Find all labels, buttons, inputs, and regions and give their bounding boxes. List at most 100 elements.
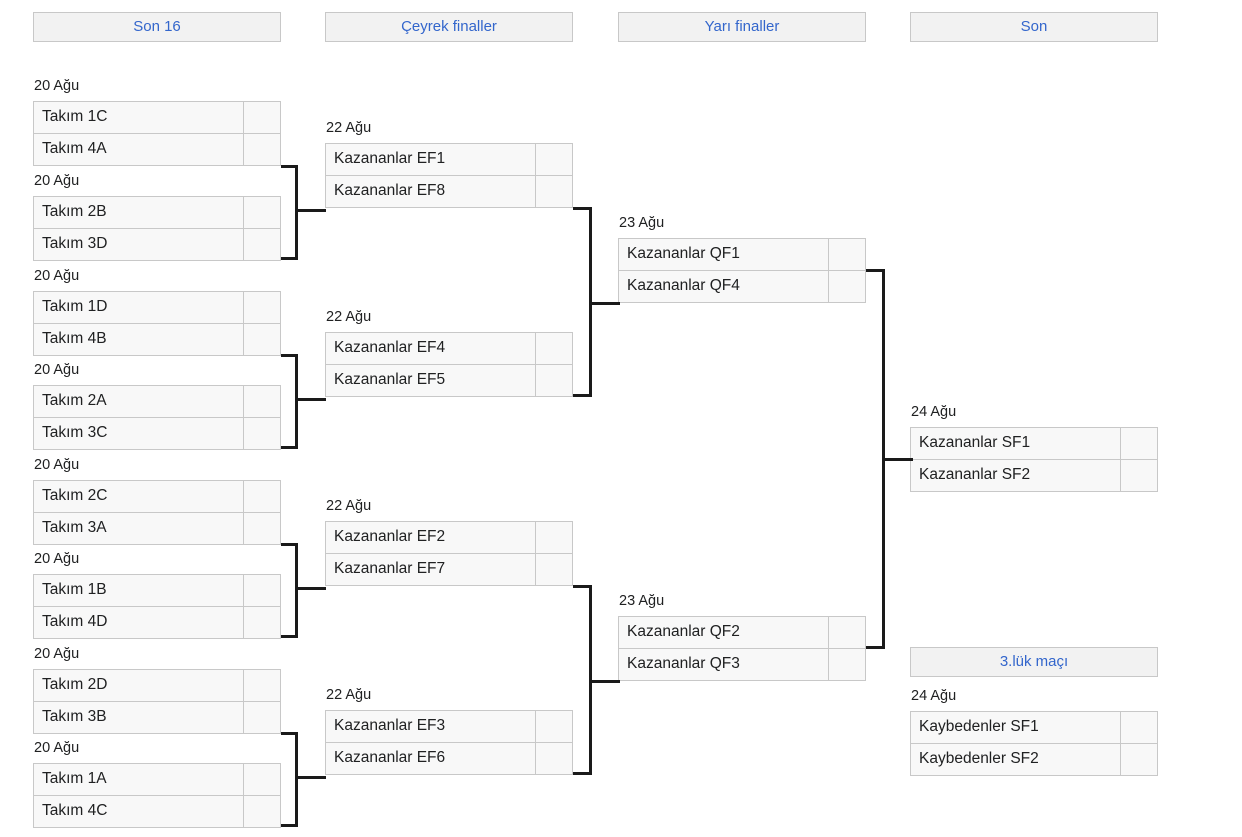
match-box-qf1[interactable]: 22 Ağu Kazananlar EF1 Kazananlar EF8	[325, 120, 573, 209]
team-score	[243, 702, 280, 733]
team-name: Kazananlar EF5	[334, 371, 446, 388]
match-box-ef4[interactable]: 20 Ağu Takım 1D Takım 4B	[33, 268, 281, 357]
match-date: 20 Ağu	[34, 268, 80, 284]
match-box-ef1[interactable]: 20 Ağu Takım 1C Takım 4A	[33, 78, 281, 167]
match-row[interactable]: Takım 2C	[33, 480, 281, 513]
team-name: Kazananlar QF2	[627, 623, 740, 640]
round-header-third-place[interactable]: 3.lük maçı	[910, 647, 1158, 677]
match-row[interactable]: Kazananlar QF4	[618, 270, 866, 303]
match-row[interactable]: Takım 3D	[33, 228, 281, 261]
match-row[interactable]: Kazananlar SF1	[910, 427, 1158, 460]
match-box-sf1[interactable]: 23 Ağu Kazananlar QF1 Kazananlar QF4	[618, 215, 866, 304]
match-row[interactable]: Kazananlar SF2	[910, 459, 1158, 492]
match-row[interactable]: Takım 4B	[33, 323, 281, 356]
match-row[interactable]: Kazananlar EF7	[325, 553, 573, 586]
team-name: Takım 1A	[42, 770, 107, 787]
match-row[interactable]: Kazananlar EF2	[325, 521, 573, 554]
match-box-ef2[interactable]: 20 Ağu Takım 2C Takım 3A	[33, 457, 281, 546]
match-row[interactable]: Takım 2D	[33, 669, 281, 702]
connector-line	[281, 354, 298, 357]
match-row[interactable]: Takım 4C	[33, 795, 281, 828]
match-row[interactable]: Takım 3A	[33, 512, 281, 545]
match-box-ef8[interactable]: 20 Ağu Takım 2B Takım 3D	[33, 173, 281, 262]
match-row[interactable]: Kazananlar EF6	[325, 742, 573, 775]
round-header-round-of-16[interactable]: Son 16	[33, 12, 281, 42]
match-box-sf2[interactable]: 23 Ağu Kazananlar QF2 Kazananlar QF3	[618, 593, 866, 682]
connector-line	[295, 209, 326, 212]
connector-line	[295, 587, 326, 590]
team-name: Kazananlar QF4	[627, 277, 740, 294]
match-box-ef5[interactable]: 20 Ağu Takım 2A Takım 3C	[33, 362, 281, 451]
match-box-third-place[interactable]: 24 Ağu Kaybedenler SF1 Kaybedenler SF2	[910, 688, 1158, 777]
team-score	[828, 239, 865, 270]
match-date: 22 Ağu	[326, 309, 372, 325]
round-header-quarterfinals[interactable]: Çeyrek finaller	[325, 12, 573, 42]
match-row[interactable]: Takım 4D	[33, 606, 281, 639]
match-date: 20 Ağu	[34, 78, 80, 94]
round-header-label: Çeyrek finaller	[401, 18, 497, 35]
connector-line	[281, 635, 298, 638]
match-row[interactable]: Kaybedenler SF1	[910, 711, 1158, 744]
team-name: Takım 3B	[42, 708, 107, 725]
match-row[interactable]: Takım 1C	[33, 101, 281, 134]
match-date: 20 Ağu	[34, 362, 80, 378]
team-score	[535, 743, 572, 774]
connector-line	[295, 165, 298, 260]
connector-line	[866, 646, 885, 649]
match-row[interactable]: Kazananlar EF5	[325, 364, 573, 397]
match-date: 22 Ağu	[326, 498, 372, 514]
match-row[interactable]: Kazananlar EF1	[325, 143, 573, 176]
team-score	[535, 176, 572, 207]
match-row[interactable]: Takım 2A	[33, 385, 281, 418]
match-row[interactable]: Kazananlar EF4	[325, 332, 573, 365]
match-row[interactable]: Kazananlar QF3	[618, 648, 866, 681]
team-name: Takım 4D	[42, 613, 108, 630]
team-name: Kazananlar QF1	[627, 245, 740, 262]
match-row[interactable]: Kazananlar EF3	[325, 710, 573, 743]
match-row[interactable]: Takım 4A	[33, 133, 281, 166]
connector-line	[281, 257, 298, 260]
team-score	[243, 418, 280, 449]
team-name: Kazananlar EF2	[334, 528, 446, 545]
connector-line	[295, 543, 298, 638]
match-row[interactable]: Takım 1A	[33, 763, 281, 796]
connector-line	[573, 772, 592, 775]
match-box-ef6[interactable]: 20 Ağu Takım 1A Takım 4C	[33, 740, 281, 829]
match-date: 23 Ağu	[619, 215, 665, 231]
team-score	[535, 711, 572, 742]
team-name: Takım 1C	[42, 108, 108, 125]
match-box-ef3[interactable]: 20 Ağu Takım 2D Takım 3B	[33, 646, 281, 735]
match-row[interactable]: Kaybedenler SF2	[910, 743, 1158, 776]
match-row[interactable]: Takım 2B	[33, 196, 281, 229]
match-row[interactable]: Kazananlar QF1	[618, 238, 866, 271]
match-date: 20 Ağu	[34, 457, 80, 473]
match-row[interactable]: Kazananlar QF2	[618, 616, 866, 649]
round-header-label: Son 16	[133, 18, 181, 35]
team-score	[828, 271, 865, 302]
match-row[interactable]: Takım 1B	[33, 574, 281, 607]
match-box-qf2[interactable]: 22 Ağu Kazananlar EF2 Kazananlar EF7	[325, 498, 573, 587]
connector-line	[295, 354, 298, 449]
match-row[interactable]: Takım 3B	[33, 701, 281, 734]
team-name: Kazananlar EF6	[334, 749, 446, 766]
connector-line	[281, 446, 298, 449]
team-score	[828, 649, 865, 680]
match-row[interactable]: Takım 1D	[33, 291, 281, 324]
team-name: Kazananlar EF1	[334, 150, 446, 167]
round-header-final[interactable]: Son	[910, 12, 1158, 42]
team-score	[1120, 744, 1157, 775]
match-row[interactable]: Takım 3C	[33, 417, 281, 450]
team-name: Takım 1D	[42, 298, 108, 315]
team-score	[1120, 428, 1157, 459]
match-box-qf3[interactable]: 22 Ağu Kazananlar EF3 Kazananlar EF6	[325, 687, 573, 776]
team-score	[243, 229, 280, 260]
match-box-qf4[interactable]: 22 Ağu Kazananlar EF4 Kazananlar EF5	[325, 309, 573, 398]
match-row[interactable]: Kazananlar EF8	[325, 175, 573, 208]
match-box-final[interactable]: 24 Ağu Kazananlar SF1 Kazananlar SF2	[910, 404, 1158, 493]
team-score	[243, 764, 280, 795]
team-name: Kazananlar SF2	[919, 466, 1031, 483]
team-score	[243, 134, 280, 165]
connector-line	[866, 269, 885, 272]
round-header-semifinals[interactable]: Yarı finaller	[618, 12, 866, 42]
match-box-ef7[interactable]: 20 Ağu Takım 1B Takım 4D	[33, 551, 281, 640]
